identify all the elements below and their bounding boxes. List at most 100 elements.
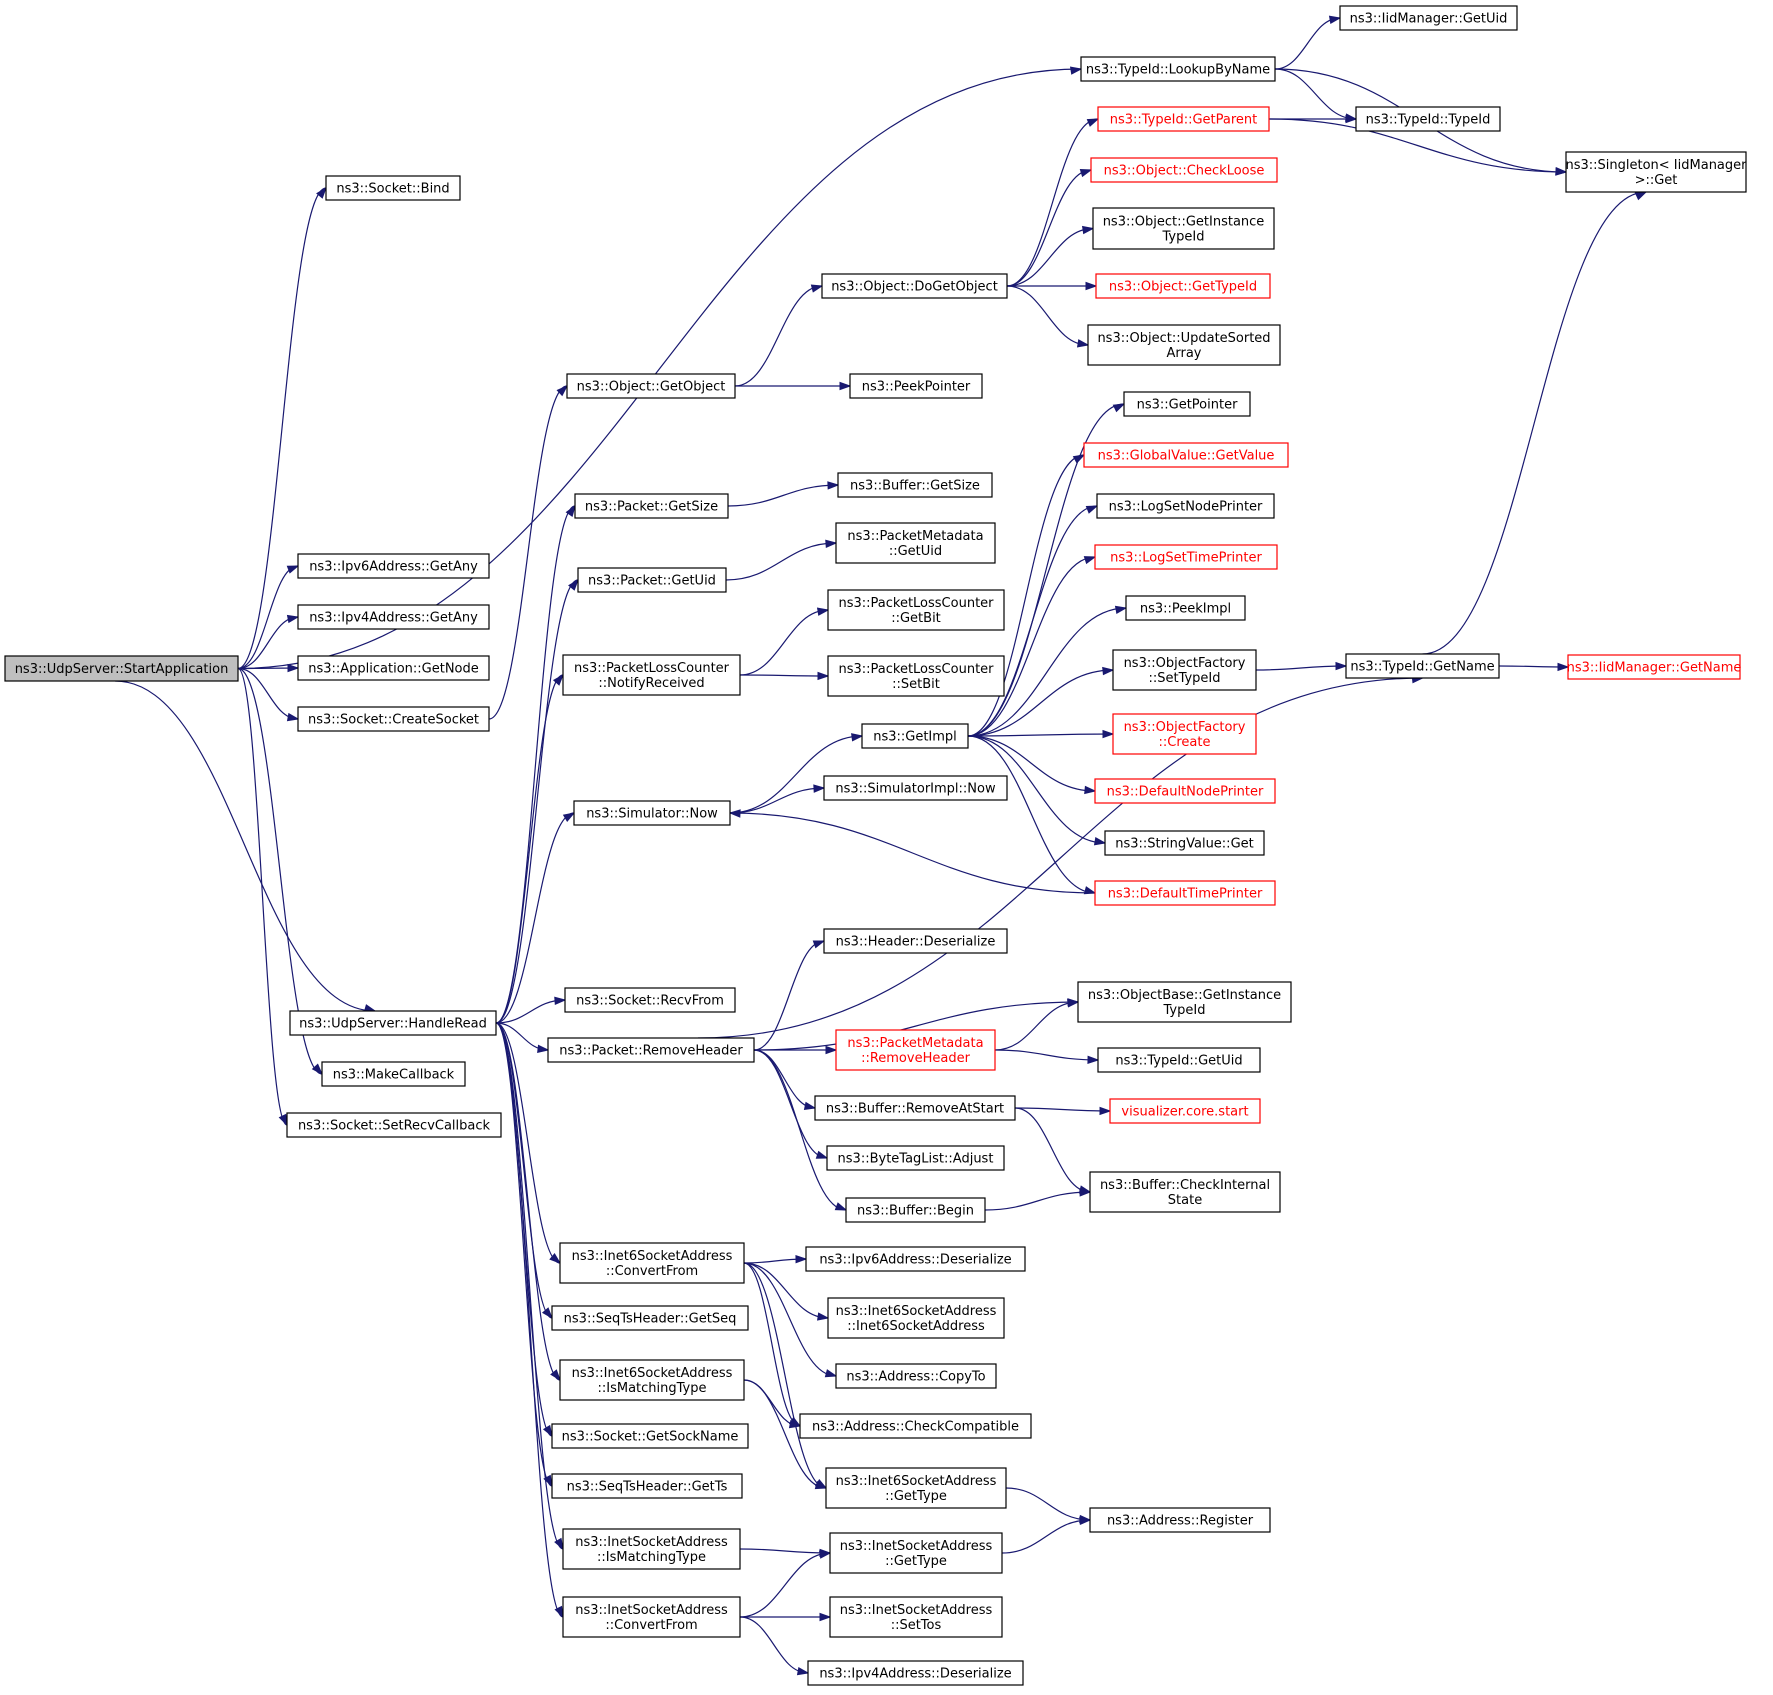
node-tidgetuid[interactable]: ns3::TypeId::GetUid	[1097, 1047, 1261, 1073]
node-addrcopyto[interactable]: ns3::Address::CopyTo	[835, 1363, 997, 1389]
node-box	[562, 654, 741, 696]
node-iconv[interactable]: ns3::InetSocketAddress::ConvertFrom	[562, 1596, 741, 1638]
node-peekptr[interactable]: ns3::PeekPointer	[849, 373, 983, 399]
node-box	[1089, 1171, 1281, 1213]
node-isettos[interactable]: ns3::InetSocketAddress::SetTos	[829, 1596, 1003, 1638]
node-label: ::ConvertFrom	[605, 1618, 697, 1633]
node-deftimepr[interactable]: ns3::DefaultTimePrinter	[1094, 880, 1276, 906]
node-bufbegin[interactable]: ns3::Buffer::Begin	[845, 1197, 986, 1223]
node-label: ns3::LogSetNodePrinter	[1109, 500, 1263, 515]
node-singleton[interactable]: ns3::Singleton< IidManager>::Get	[1565, 151, 1747, 193]
node-getnode[interactable]: ns3::Application::GetNode	[297, 655, 490, 681]
node-logtimepr[interactable]: ns3::LogSetTimePrinter	[1094, 544, 1278, 570]
node-addrcompat[interactable]: ns3::Address::CheckCompatible	[799, 1413, 1032, 1439]
node-box	[805, 1246, 1026, 1272]
node-siminow[interactable]: ns3::SimulatorImpl::Now	[823, 775, 1008, 801]
node-vizstart[interactable]: visualizer.core.start	[1109, 1098, 1261, 1124]
node-box	[1112, 713, 1257, 755]
node-strvalget[interactable]: ns3::StringValue::Get	[1104, 830, 1265, 856]
node-simnow[interactable]: ns3::Simulator::Now	[573, 800, 731, 826]
node-box	[559, 1242, 745, 1284]
node-label: ns3::Socket::SetRecvCallback	[298, 1119, 491, 1134]
edge-handleread-to-getts	[495, 1022, 553, 1488]
node-recvfrom[interactable]: ns3::Socket::RecvFrom	[564, 987, 736, 1013]
node-label: ns3::Singleton< IidManager	[1565, 158, 1747, 173]
node-createsock[interactable]: ns3::Socket::CreateSocket	[297, 706, 490, 732]
node-box	[297, 553, 490, 579]
node-box	[829, 1596, 1003, 1638]
node-i6ctor[interactable]: ns3::Inet6SocketAddress::Inet6SocketAddr…	[827, 1297, 1005, 1339]
node-igettype[interactable]: ns3::InetSocketAddress::GetType	[829, 1532, 1003, 1574]
node-lookup[interactable]: ns3::TypeId::LookupByName	[1080, 56, 1276, 82]
node-bufremove[interactable]: ns3::Buffer::RemoveAtStart	[814, 1095, 1016, 1121]
node-bufgetsize[interactable]: ns3::Buffer::GetSize	[837, 472, 993, 498]
node-ipv4deser[interactable]: ns3::Ipv4Address::Deserialize	[807, 1660, 1024, 1686]
node-peekimpl[interactable]: ns3::PeekImpl	[1125, 595, 1246, 621]
node-ipv6any[interactable]: ns3::Ipv6Address::GetAny	[297, 553, 490, 579]
node-ofcreate[interactable]: ns3::ObjectFactory::Create	[1112, 713, 1257, 755]
node-label: ::GetBit	[891, 611, 941, 626]
node-plcsetbit[interactable]: ns3::PacketLossCounter::SetBit	[827, 655, 1005, 697]
node-ipv6deser[interactable]: ns3::Ipv6Address::Deserialize	[805, 1246, 1026, 1272]
node-ipv4any[interactable]: ns3::Ipv4Address::GetAny	[297, 604, 490, 630]
node-getparent[interactable]: ns3::TypeId::GetParent	[1097, 106, 1270, 132]
node-makecb[interactable]: ns3::MakeCallback	[321, 1061, 466, 1087]
node-bind[interactable]: ns3::Socket::Bind	[325, 175, 461, 201]
node-plcgetbit[interactable]: ns3::PacketLossCounter::GetBit	[827, 589, 1005, 631]
node-tidgetname[interactable]: ns3::TypeId::GetName	[1345, 653, 1500, 679]
node-btladjust[interactable]: ns3::ByteTagList::Adjust	[826, 1145, 1005, 1171]
node-pmremovehdr[interactable]: ns3::PacketMetadata::RemoveHeader	[835, 1029, 996, 1071]
nodes-layer: ns3::UdpServer::StartApplicationns3::Soc…	[4, 5, 1747, 1686]
node-box	[837, 472, 993, 498]
node-iidgetname[interactable]: ns3::IidManager::GetName	[1567, 654, 1742, 680]
node-box	[849, 373, 983, 399]
node-setrecvcb[interactable]: ns3::Socket::SetRecvCallback	[286, 1112, 502, 1138]
node-lognodepr[interactable]: ns3::LogSetNodePrinter	[1096, 493, 1275, 519]
node-getpointer[interactable]: ns3::GetPointer	[1123, 391, 1251, 417]
node-hdrdeser[interactable]: ns3::Header::Deserialize	[823, 928, 1008, 954]
node-objgettid[interactable]: ns3::Object::GetTypeId	[1095, 273, 1271, 299]
node-label: ns3::ByteTagList::Adjust	[838, 1152, 994, 1167]
node-box	[1097, 106, 1270, 132]
node-removehdr[interactable]: ns3::Packet::RemoveHeader	[547, 1037, 755, 1063]
node-iidgetuid[interactable]: ns3::IidManager::GetUid	[1339, 5, 1518, 31]
edge-getimpl-to-ofcreate	[967, 729, 1115, 739]
node-label: State	[1168, 1193, 1202, 1208]
node-i6gettype[interactable]: ns3::Inet6SocketAddress::GetType	[825, 1467, 1007, 1509]
node-label: ::GetType	[885, 1489, 947, 1504]
node-pktgetuid[interactable]: ns3::Packet::GetUid	[577, 567, 727, 593]
node-label: ns3::PacketLossCounter	[574, 661, 730, 676]
node-dogetobj[interactable]: ns3::Object::DoGetObject	[821, 273, 1008, 299]
node-getimpl[interactable]: ns3::GetImpl	[861, 723, 969, 749]
node-label: ns3::GetPointer	[1137, 398, 1238, 413]
node-checkloose[interactable]: ns3::Object::CheckLoose	[1090, 157, 1278, 183]
node-label: ns3::StringValue::Get	[1115, 837, 1253, 852]
node-i6match[interactable]: ns3::Inet6SocketAddress::IsMatchingType	[559, 1359, 745, 1401]
node-typeidctor[interactable]: ns3::TypeId::TypeId	[1355, 106, 1501, 132]
node-ofsettid[interactable]: ns3::ObjectFactory::SetTypeId	[1112, 649, 1257, 691]
node-getts[interactable]: ns3::SeqTsHeader::GetTs	[551, 1473, 743, 1499]
node-gvgetvalue[interactable]: ns3::GlobalValue::GetValue	[1083, 442, 1289, 468]
node-addrreg[interactable]: ns3::Address::Register	[1089, 1507, 1271, 1533]
node-imatch[interactable]: ns3::InetSocketAddress::IsMatchingType	[562, 1528, 741, 1570]
node-label: visualizer.core.start	[1121, 1105, 1248, 1120]
node-pmgetuid[interactable]: ns3::PacketMetadata::GetUid	[835, 522, 996, 564]
node-i6conv[interactable]: ns3::Inet6SocketAddress::ConvertFrom	[559, 1242, 745, 1284]
node-pktgetsize[interactable]: ns3::Packet::GetSize	[574, 493, 729, 519]
node-getsockname[interactable]: ns3::Socket::GetSockName	[551, 1423, 749, 1449]
node-start[interactable]: ns3::UdpServer::StartApplication	[4, 655, 239, 682]
node-defnodepr[interactable]: ns3::DefaultNodePrinter	[1094, 778, 1276, 804]
node-box	[1104, 830, 1265, 856]
node-box	[835, 522, 996, 564]
node-getseq[interactable]: ns3::SeqTsHeader::GetSeq	[551, 1305, 749, 1331]
node-box	[1094, 880, 1276, 906]
node-label: ns3::Inet6SocketAddress	[572, 1366, 733, 1381]
node-plcnotify[interactable]: ns3::PacketLossCounter::NotifyReceived	[562, 654, 741, 696]
node-handleread[interactable]: ns3::UdpServer::HandleRead	[289, 1010, 497, 1036]
node-getobject[interactable]: ns3::Object::GetObject	[566, 373, 736, 399]
edge-getimpl-to-deftimepr	[967, 735, 1097, 895]
